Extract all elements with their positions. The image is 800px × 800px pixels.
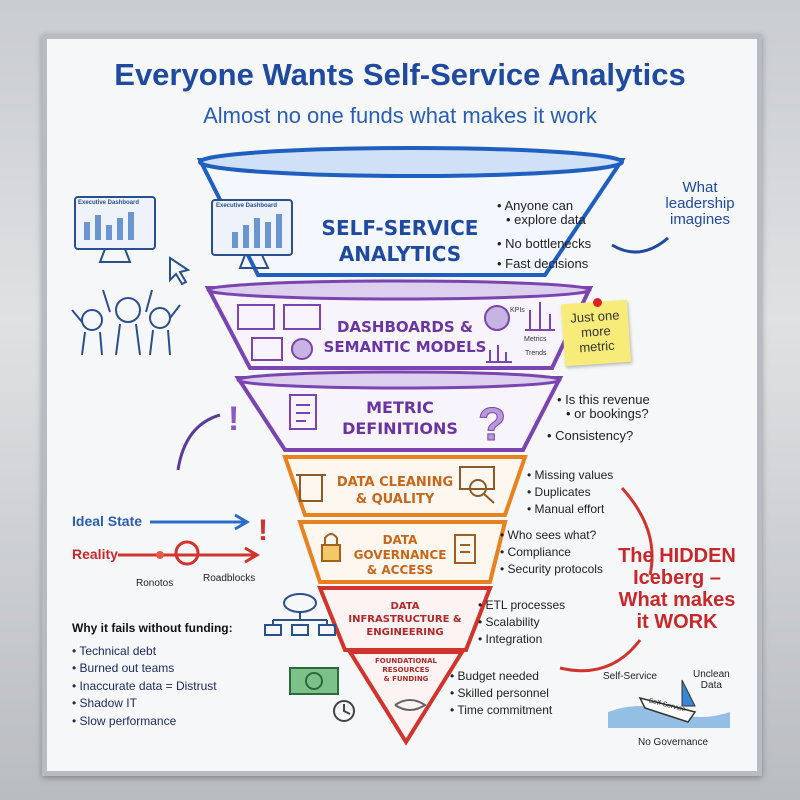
roadblock-knot [174,540,200,566]
cursor-icon [169,256,191,286]
center-dashboard-label: Executive Dashboard [216,203,278,209]
ronotos-label: Ronotos [136,578,174,589]
why-fails-title: Why it fails without funding: [72,621,233,635]
funnel-layer-metric-rim [236,370,562,390]
document-icon [289,394,317,430]
left-dashboard-label: Executive Dashboard [78,200,140,206]
leadership-arrow [611,236,669,254]
hidden-arrow-down [559,639,642,673]
pushpin-icon [593,298,602,307]
trends-label: Trends [525,350,547,357]
cloud-network-icon [264,593,336,636]
happy-people-icon [71,289,181,356]
boat-label-no-governance: No Governance [638,737,709,748]
roadblocks-label: Roadblocks [203,573,256,584]
layer-foundational-bullets: Budget neededSkilled personnelTime commi… [450,668,552,718]
layer-metric-bullets: Is this revenueor bookings? [557,392,650,422]
page-title: Everyone Wants Self-Service Analytics [114,57,686,92]
boat-label-self-service: Self-Service [603,671,657,682]
exclamation-icon: ! [258,514,268,547]
layer-cleaning-bullets: Missing valuesDuplicatesManual effort [527,467,614,517]
funnel-layer-foundational [346,650,466,746]
money-icon [289,667,339,695]
sinking-boat-icon [608,679,730,728]
layer-metric-bullets-2: Consistency? [547,428,633,443]
center-monitor-icon [211,199,293,269]
layer-cleaning-label: DATA CLEANING& QUALITY [336,475,454,507]
page-subtitle: Almost no one funds what makes it work [203,103,597,128]
purple-curve-arrow [176,413,221,471]
funnel-layer-infrastructure [317,586,493,652]
clock-icon [333,700,355,722]
ideal-arrow [150,513,250,531]
layer-infrastructure-bullets: ETL processesScalabilityIntegration [478,597,566,647]
funnel-layer-cleaning [282,455,528,517]
funnel-layer-dashboards-rim [206,279,592,301]
layer-dashboards-label: DASHBOARDS &SEMANTIC MODELS [323,318,487,356]
handshake-icon [394,699,427,711]
kpis-label: KPIs [510,307,525,314]
question-mark-icon: ? [478,398,506,450]
reality-arrow [118,546,260,564]
layer-governance-bullets: Who sees what?ComplianceSecurity protoco… [500,527,603,577]
reality-label: Reality [72,546,118,562]
chart-icons [237,302,555,363]
clipboard-icon [454,534,476,564]
exclamation-icon: ! [228,400,239,438]
layer-self-service-bullets: Anyone canexplore data [497,198,585,228]
hidden-arrow-up [620,486,654,576]
funnel-layer-governance [297,520,508,584]
why-fails-list: Technical debtBurned out teamsInaccurate… [72,643,216,730]
lock-icon [321,533,341,562]
magnifier-icon [459,466,495,504]
ideal-state-label: Ideal State [72,513,143,529]
trash-icon [296,474,326,502]
funnel-top-ellipse [198,146,624,178]
ronotos-dot [156,551,164,559]
layer-self-service-bullets-2: No bottlenecksFast decisions [497,234,591,274]
metrics-label: Metrics [524,336,547,343]
left-monitor-icon [74,196,156,263]
